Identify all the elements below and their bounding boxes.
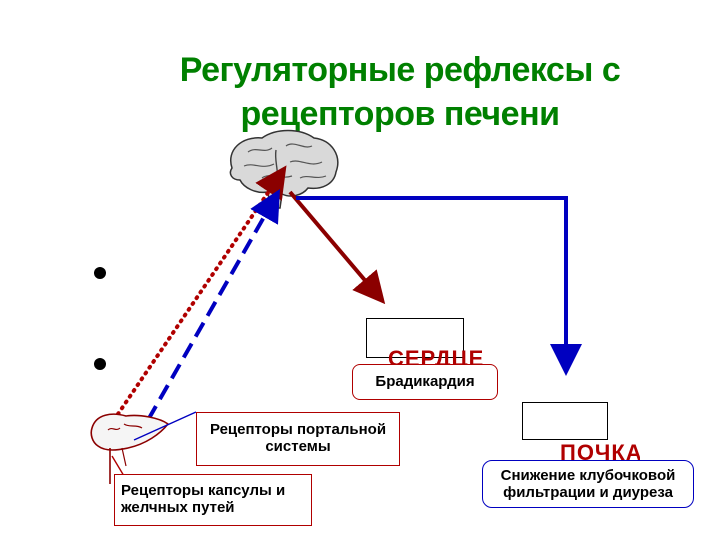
afferent-path-portal [146,189,280,421]
efferent-path-kidney [296,196,582,376]
heart-effect-callout: Брадикардия [352,364,498,400]
efferent-path-heart [288,190,386,305]
portal-callout-pointer [133,411,197,441]
portal-receptors-callout: Рецепторы портальной системы [196,412,400,466]
capsule-receptors-callout: Рецепторы капсулы и желчных путей [114,474,312,526]
diagram-title: Регуляторные рефлексы с рецепторов печен… [140,48,660,136]
title-line-2: рецепторов печени [240,95,560,133]
kidney-label: ПОЧКА [560,440,640,460]
liver-icon [90,413,170,484]
afferent-path-capsule [116,165,287,416]
bullet-1 [94,267,106,279]
kidney-box [522,402,608,440]
heart-box [366,318,464,358]
title-line-1: Регуляторные рефлексы с [179,51,621,89]
capsule-callout-pointer [111,455,125,477]
kidney-effect-callout: Снижение клубочковой фильтрации и диурез… [482,460,694,508]
bullet-2 [94,358,106,370]
heart-label: СЕРДЦЕ [388,346,485,366]
